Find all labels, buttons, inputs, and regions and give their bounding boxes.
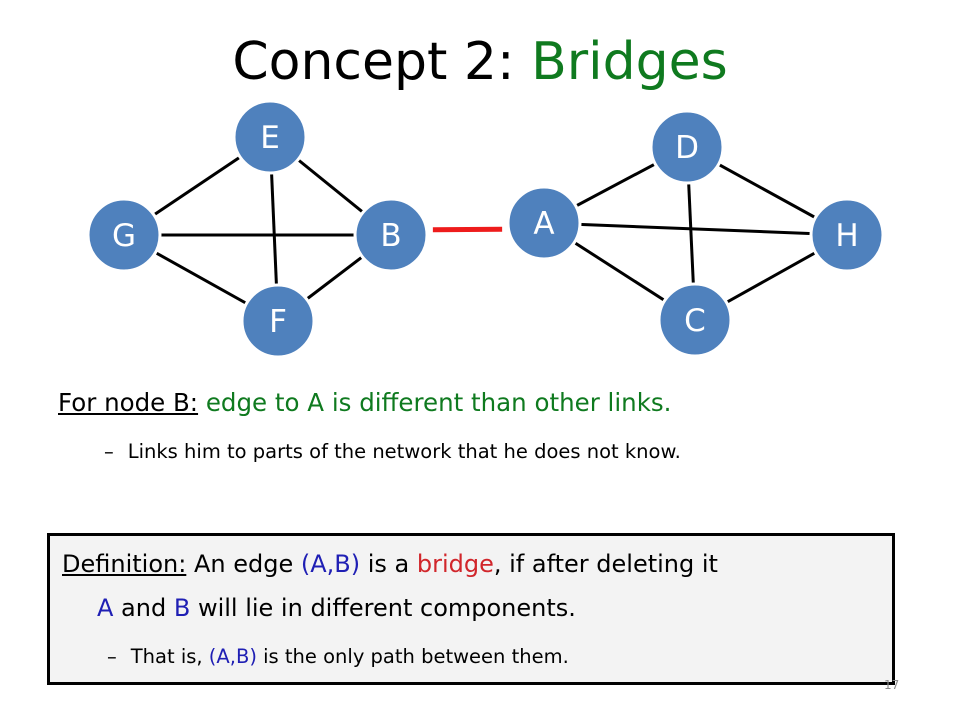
- node-label-g: G: [112, 218, 136, 254]
- sub-bullet-dash: –: [104, 440, 114, 463]
- title-prefix: Concept 2:: [232, 32, 532, 92]
- definition-bridge-word: bridge: [416, 550, 494, 578]
- definition-node-b: B: [173, 594, 191, 622]
- definition-sub-bullet: –That is, (A,B) is the only path between…: [107, 645, 569, 668]
- nodes-layer: E G B F D A H C: [86, 99, 885, 359]
- node-d: D: [649, 109, 725, 185]
- sub-bullet-text: Links him to parts of the network that h…: [127, 440, 681, 463]
- node-label-h: H: [835, 218, 858, 254]
- definition-node-a: A: [97, 594, 114, 622]
- node-h: H: [809, 197, 885, 273]
- node-circle-b: [353, 197, 429, 273]
- node-label-a: A: [533, 206, 554, 242]
- node-c: C: [657, 282, 733, 358]
- definition-text-2: is a: [360, 550, 417, 578]
- definition-text-5: will lie in different components.: [190, 594, 576, 622]
- bullet-node-b-label: For node B:: [58, 388, 199, 417]
- node-label-c: C: [684, 303, 706, 339]
- bullet-node-b: For node B: edge to A is different than …: [58, 388, 671, 417]
- sub-bullet-links: –Links him to parts of the network that …: [104, 440, 681, 463]
- node-label-b: B: [380, 218, 401, 254]
- definition-text-1: An edge: [193, 550, 301, 578]
- definition-line-1: Definition: An edge (A,B) is a bridge, i…: [62, 550, 718, 578]
- node-circle-c: [657, 282, 733, 358]
- node-circle-f: [240, 283, 316, 359]
- node-f: F: [240, 283, 316, 359]
- title-accent: Bridges: [531, 32, 728, 92]
- definition-text-3: , if after deleting it: [493, 550, 718, 578]
- node-label-e: E: [260, 120, 280, 156]
- definition-sub-text-1: That is,: [130, 645, 209, 668]
- slide-title: Concept 2: Bridges: [0, 26, 960, 98]
- node-label-f: F: [269, 304, 287, 340]
- edge-a-h: [543, 221, 848, 237]
- node-a: A: [506, 185, 582, 261]
- node-circle-d: [649, 109, 725, 185]
- definition-text-4: and: [113, 594, 174, 622]
- node-circle-a: [506, 185, 582, 261]
- node-b: B: [353, 197, 429, 273]
- node-g: G: [86, 197, 162, 273]
- definition-sub-text-2: is the only path between them.: [256, 645, 569, 668]
- slide-number: 17: [884, 678, 900, 692]
- node-circle-h: [809, 197, 885, 273]
- node-circle-g: [86, 197, 162, 273]
- edges-layer: [123, 135, 848, 323]
- bullet-node-b-text: edge to A is different than other links.: [205, 388, 672, 417]
- definition-label: Definition:: [62, 550, 187, 578]
- node-label-d: D: [675, 130, 699, 166]
- definition-box: Definition: An edge (A,B) is a bridge, i…: [47, 533, 895, 685]
- definition-sub-dash: –: [107, 645, 117, 668]
- node-circle-e: [232, 99, 308, 175]
- network-graph: E G B F D A H C: [86, 99, 885, 359]
- definition-line-2: A and B will lie in different components…: [97, 594, 576, 622]
- definition-sub-edge-ab: (A,B): [208, 645, 257, 668]
- definition-edge-ab: (A,B): [300, 550, 361, 578]
- node-e: E: [232, 99, 308, 175]
